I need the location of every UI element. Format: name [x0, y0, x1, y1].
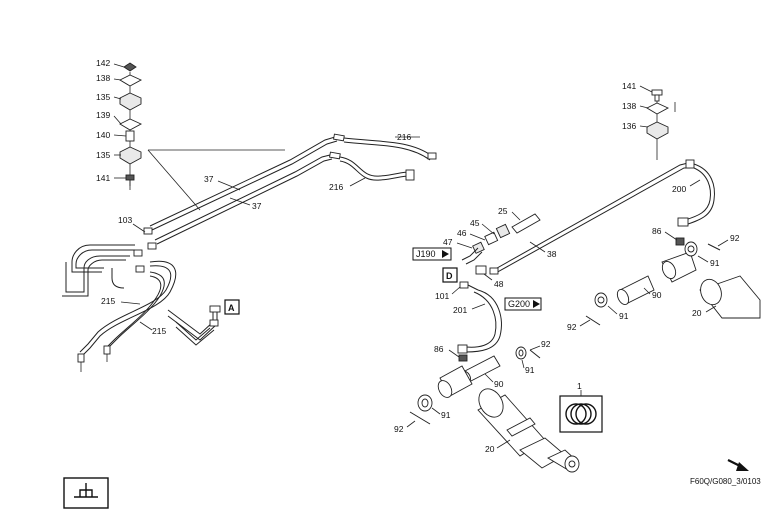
label-45: 45 [470, 218, 480, 228]
label-86-upper: 86 [652, 226, 662, 236]
label-20-lower: 20 [485, 444, 495, 454]
label-201: 201 [453, 305, 467, 315]
l-pipes-near-a [167, 305, 221, 346]
label-216-lower: 216 [329, 182, 343, 192]
label-92-upper-left: 92 [567, 322, 577, 332]
label-91-lower-left: 91 [441, 410, 451, 420]
pipe-37-pair [149, 136, 338, 245]
hose-201 [457, 289, 502, 354]
tee-fittings-48-101 [459, 265, 499, 291]
label-141-right: 141 [622, 81, 636, 91]
label-216-upper: 216 [397, 132, 411, 142]
label-135-lower: 135 [96, 150, 110, 160]
label-215-right: 215 [152, 326, 166, 336]
label-1: 1 [577, 381, 582, 391]
label-139: 139 [96, 110, 110, 120]
label-92-upper-lower: 92 [541, 339, 551, 349]
reference-g200-label: G200 [508, 299, 530, 309]
seal-kit-1 [559, 390, 603, 433]
label-25: 25 [498, 206, 508, 216]
mounting-clamp-stack-left [119, 62, 143, 190]
label-136: 136 [622, 121, 636, 131]
label-86-lower: 86 [434, 344, 444, 354]
reference-d-label: D [446, 271, 453, 281]
reference-box-a: A [224, 299, 240, 315]
label-38: 38 [547, 249, 557, 259]
label-103: 103 [118, 215, 132, 225]
label-90-lower: 90 [494, 379, 504, 389]
label-142: 142 [96, 58, 110, 68]
label-92-lower-left: 92 [394, 424, 404, 434]
label-215-left: 215 [101, 296, 115, 306]
label-140: 140 [96, 130, 110, 140]
reference-box-g200: G200 [504, 297, 542, 311]
label-47: 47 [443, 237, 453, 247]
label-138-right: 138 [622, 101, 636, 111]
label-37-upper: 37 [204, 174, 214, 184]
label-101: 101 [435, 291, 449, 301]
fittings-103-group [62, 227, 157, 297]
label-200: 200 [672, 184, 686, 194]
fitting-group-25-47 [461, 213, 541, 265]
label-46: 46 [457, 228, 467, 238]
label-91-upper-left: 91 [619, 311, 629, 321]
reference-box-j190: J190 [412, 247, 452, 261]
hose-216-pair [329, 133, 437, 181]
pipe-38-200 [489, 159, 715, 275]
lower-cylinder-bearings [409, 346, 541, 425]
label-91-lower-right: 91 [525, 365, 535, 375]
label-20-upper: 20 [692, 308, 702, 318]
reference-j190-label: J190 [416, 249, 436, 259]
label-135-upper: 135 [96, 92, 110, 102]
reference-a-label: A [228, 303, 235, 313]
hose-215-pair [77, 260, 177, 372]
upper-cylinder-bearings [585, 237, 761, 326]
label-48: 48 [494, 279, 504, 289]
label-138-left: 138 [96, 73, 110, 83]
reference-box-d: D [442, 267, 458, 283]
drawing-code: F60Q/G080_3/0103 [690, 477, 761, 486]
hydraulic-cylinder-symbol-icon [63, 477, 109, 509]
label-90-upper: 90 [652, 290, 662, 300]
label-141-left: 141 [96, 173, 110, 183]
label-37-lower: 37 [252, 201, 262, 211]
mounting-clamp-stack-right [646, 89, 670, 160]
label-92-upper-right: 92 [730, 233, 740, 243]
label-91-upper-right: 91 [710, 258, 720, 268]
arrow-down-right-icon [727, 459, 749, 471]
cylinder-20-lower [477, 388, 580, 473]
